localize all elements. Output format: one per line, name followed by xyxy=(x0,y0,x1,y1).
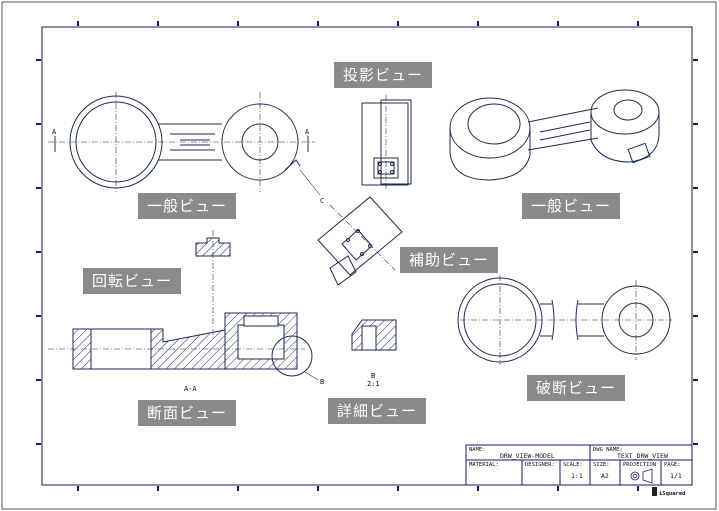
callout-revolved-view: 回転ビュー xyxy=(83,268,182,294)
border-tick xyxy=(157,21,159,26)
border-tick xyxy=(36,251,41,253)
border-tick xyxy=(36,315,41,317)
border-tick xyxy=(36,379,41,381)
border-tick xyxy=(317,21,319,26)
projection-symbol-icon xyxy=(630,468,653,484)
border-tick xyxy=(157,486,159,491)
border-tick xyxy=(36,443,41,445)
border-tick xyxy=(693,59,698,61)
border-tick xyxy=(557,21,559,26)
tb-designer-label: DESIGNER: xyxy=(525,462,555,468)
border-tick xyxy=(693,123,698,125)
svg-text:iSquared: iSquared xyxy=(659,491,686,497)
border-tick xyxy=(77,486,79,491)
tb-scale-value: 1:1 xyxy=(571,472,583,480)
border-tick xyxy=(693,187,698,189)
tb-material-label: MATERIAL: xyxy=(469,462,499,468)
border-tick xyxy=(397,21,399,26)
broken-view-drawing xyxy=(457,275,672,365)
tb-scale-label: SCALE: xyxy=(563,462,583,468)
section-view-drawing xyxy=(48,312,319,381)
section-markers xyxy=(54,136,321,196)
callout-auxiliary-view: 補助ビュー xyxy=(400,247,499,273)
isquared-logo-icon: iSquared xyxy=(652,487,686,497)
title-block xyxy=(465,444,693,486)
border-ticks xyxy=(36,21,698,491)
border-tick xyxy=(557,486,559,491)
auxiliary-view-drawing xyxy=(317,196,403,286)
border-tick xyxy=(693,251,698,253)
border-tick xyxy=(36,123,41,125)
border-tick xyxy=(317,486,319,491)
border-tick xyxy=(693,443,698,445)
callout-section-view: 断面ビュー xyxy=(138,400,237,426)
callout-detail-view: 詳細ビュー xyxy=(328,398,427,424)
general-view-right-drawing xyxy=(449,89,660,181)
tb-projection-label: PROJECTION xyxy=(623,462,656,468)
border-tick xyxy=(637,486,639,491)
general-view-left-drawing xyxy=(48,92,315,192)
detail-marker-c: C xyxy=(320,197,324,205)
detail-marker-b: B xyxy=(320,378,324,386)
border-tick xyxy=(237,21,239,26)
revolved-view-drawing xyxy=(195,230,231,340)
detail-view-drawing xyxy=(351,319,397,351)
callout-general-view-right: 一般ビュー xyxy=(522,193,621,219)
callout-projection-view: 投影ビュー xyxy=(334,62,433,88)
detail-scale: 2:1 xyxy=(367,380,380,388)
drawing-border xyxy=(41,26,693,486)
callout-general-view-left: 一般ビュー xyxy=(138,193,237,219)
border-tick xyxy=(477,486,479,491)
border-tick xyxy=(693,315,698,317)
detail-label: B xyxy=(371,372,375,380)
border-tick xyxy=(36,187,41,189)
tb-name-label: NAME: xyxy=(469,447,486,453)
border-tick xyxy=(77,21,79,26)
tb-size-value: A2 xyxy=(601,472,609,480)
tb-name-value: DRW_VIEW-MODEL xyxy=(500,452,555,460)
border-tick xyxy=(693,379,698,381)
tb-dwg-name-value: TEXT_DRW_VIEW xyxy=(617,452,668,460)
border-tick xyxy=(237,486,239,491)
tb-size-label: SIZE: xyxy=(593,462,610,468)
border-tick xyxy=(637,21,639,26)
section-marker-left: A xyxy=(52,128,57,136)
tb-page-value: 1/1 xyxy=(670,472,682,480)
section-marker-right: A xyxy=(305,128,310,136)
tb-dwg-name-label: DWG NAME: xyxy=(593,447,623,453)
callout-broken-view: 破断ビュー xyxy=(527,375,626,401)
border-tick xyxy=(36,59,41,61)
tb-page-label: PAGE: xyxy=(664,462,681,468)
section-label: A-A xyxy=(184,385,197,393)
border-tick xyxy=(397,486,399,491)
border-tick xyxy=(477,21,479,26)
projection-view-drawing xyxy=(361,95,412,190)
